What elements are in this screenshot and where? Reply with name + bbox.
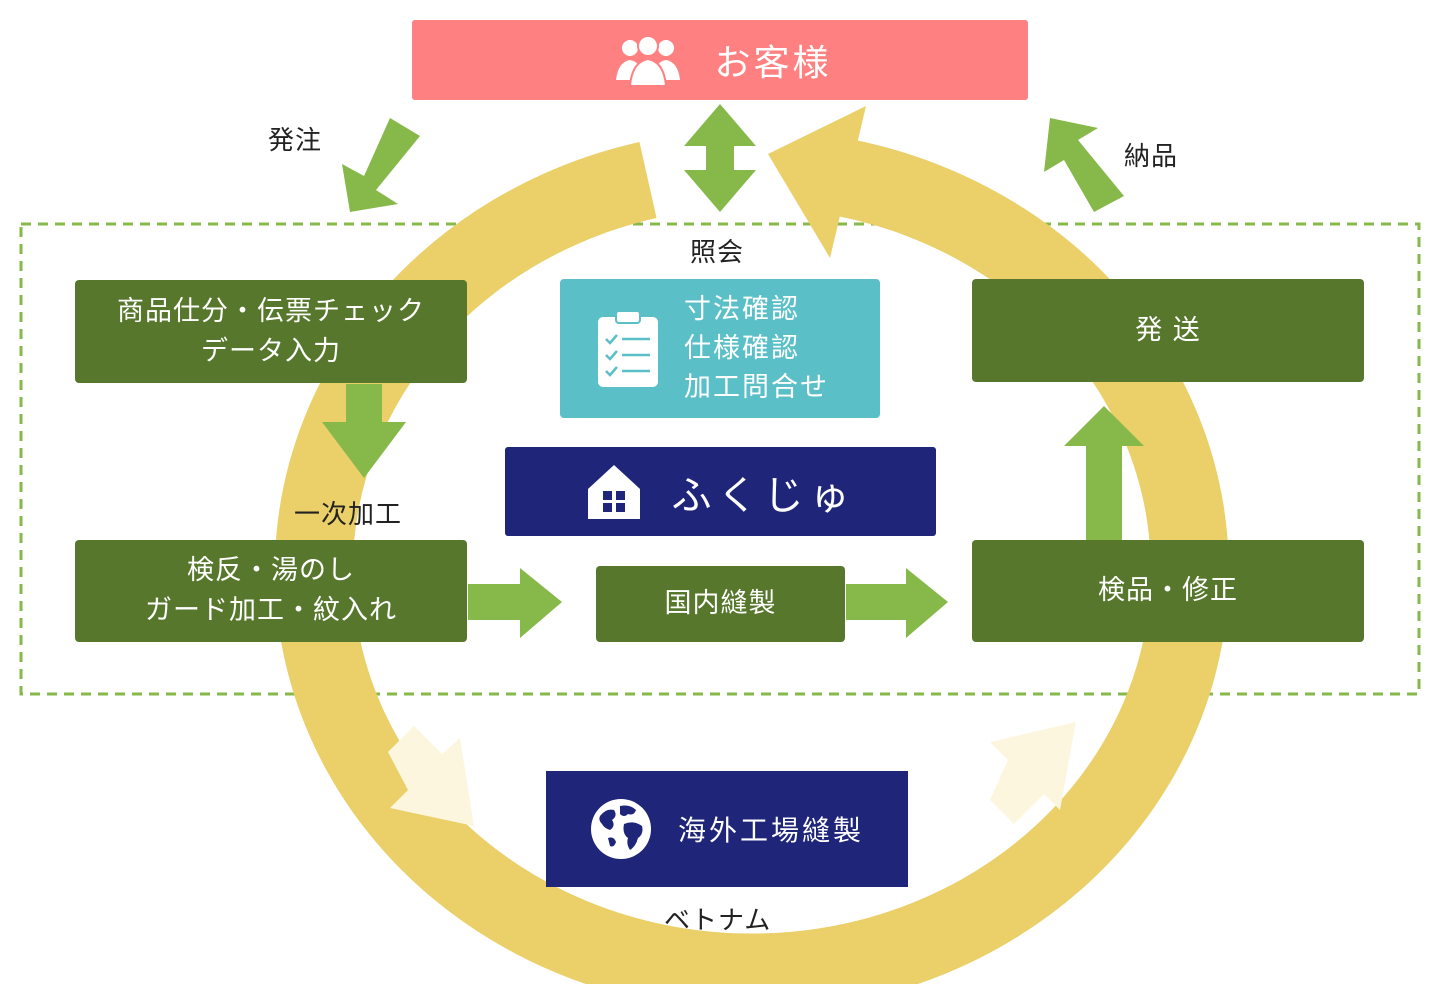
check-item-specifications: 仕様確認	[684, 333, 800, 364]
delivery-arrow	[1044, 118, 1124, 212]
order-label: 発注	[268, 126, 323, 156]
overseas-sewing-label: 海外工場縫製	[677, 814, 864, 847]
step-domestic-sewing-label: 国内縫製	[664, 588, 777, 619]
check-box: 寸法確認 仕様確認 加工問合せ	[560, 279, 880, 418]
company-box: ふくじゅ	[505, 447, 936, 536]
customer-box: お客様	[412, 20, 1028, 100]
cycle-ring	[274, 136, 1229, 984]
house-icon	[587, 464, 640, 519]
step-domestic-sewing-box: 国内縫製	[596, 566, 845, 642]
ring-flow-arrow-left	[388, 726, 474, 826]
globe-icon	[590, 799, 651, 859]
step-inspection-box: 検品・修正	[972, 540, 1364, 642]
step-processing-line1: 検反・湯のし	[187, 555, 355, 586]
check-item-dimensions: 寸法確認	[684, 294, 800, 325]
step-inspection-label: 検品・修正	[1098, 575, 1238, 606]
ring-flow-arrow-right	[990, 722, 1076, 824]
step-sorting-line1: 商品仕分・伝票チェック	[117, 295, 425, 327]
overseas-sewing-box: 海外工場縫製	[546, 771, 908, 887]
inquiry-double-arrow	[684, 104, 756, 212]
step-sorting-box: 商品仕分・伝票チェック データ入力	[75, 280, 467, 383]
check-item-processing-inquiry: 加工問合せ	[684, 372, 829, 403]
people-icon	[616, 35, 681, 86]
arrow-inspection-to-shipping	[1064, 406, 1144, 540]
cycle-ring-arrowhead	[768, 106, 866, 258]
step-processing-line2: ガード加工・紋入れ	[145, 595, 397, 626]
inquiry-label: 照会	[690, 238, 745, 268]
primary-processing-label: 一次加工	[294, 500, 403, 530]
order-arrow	[342, 118, 420, 212]
step-processing-box: 検反・湯のし ガード加工・紋入れ	[75, 540, 467, 642]
customer-label: お客様	[714, 43, 832, 84]
arrow-sorting-to-processing	[322, 384, 406, 478]
step-shipping-label: 発 送	[1135, 314, 1201, 346]
domestic-area-border	[19, 222, 1421, 696]
clipboard-checklist-icon	[598, 309, 658, 387]
arrow-processing-to-sewing	[468, 568, 562, 638]
arrow-sewing-to-inspection	[846, 568, 948, 638]
step-sorting-line2: データ入力	[201, 335, 341, 367]
company-name: ふくじゅ	[671, 472, 856, 519]
step-shipping-box: 発 送	[972, 279, 1364, 382]
delivery-label: 納品	[1124, 142, 1179, 172]
vietnam-label: ベトナム	[664, 906, 772, 936]
